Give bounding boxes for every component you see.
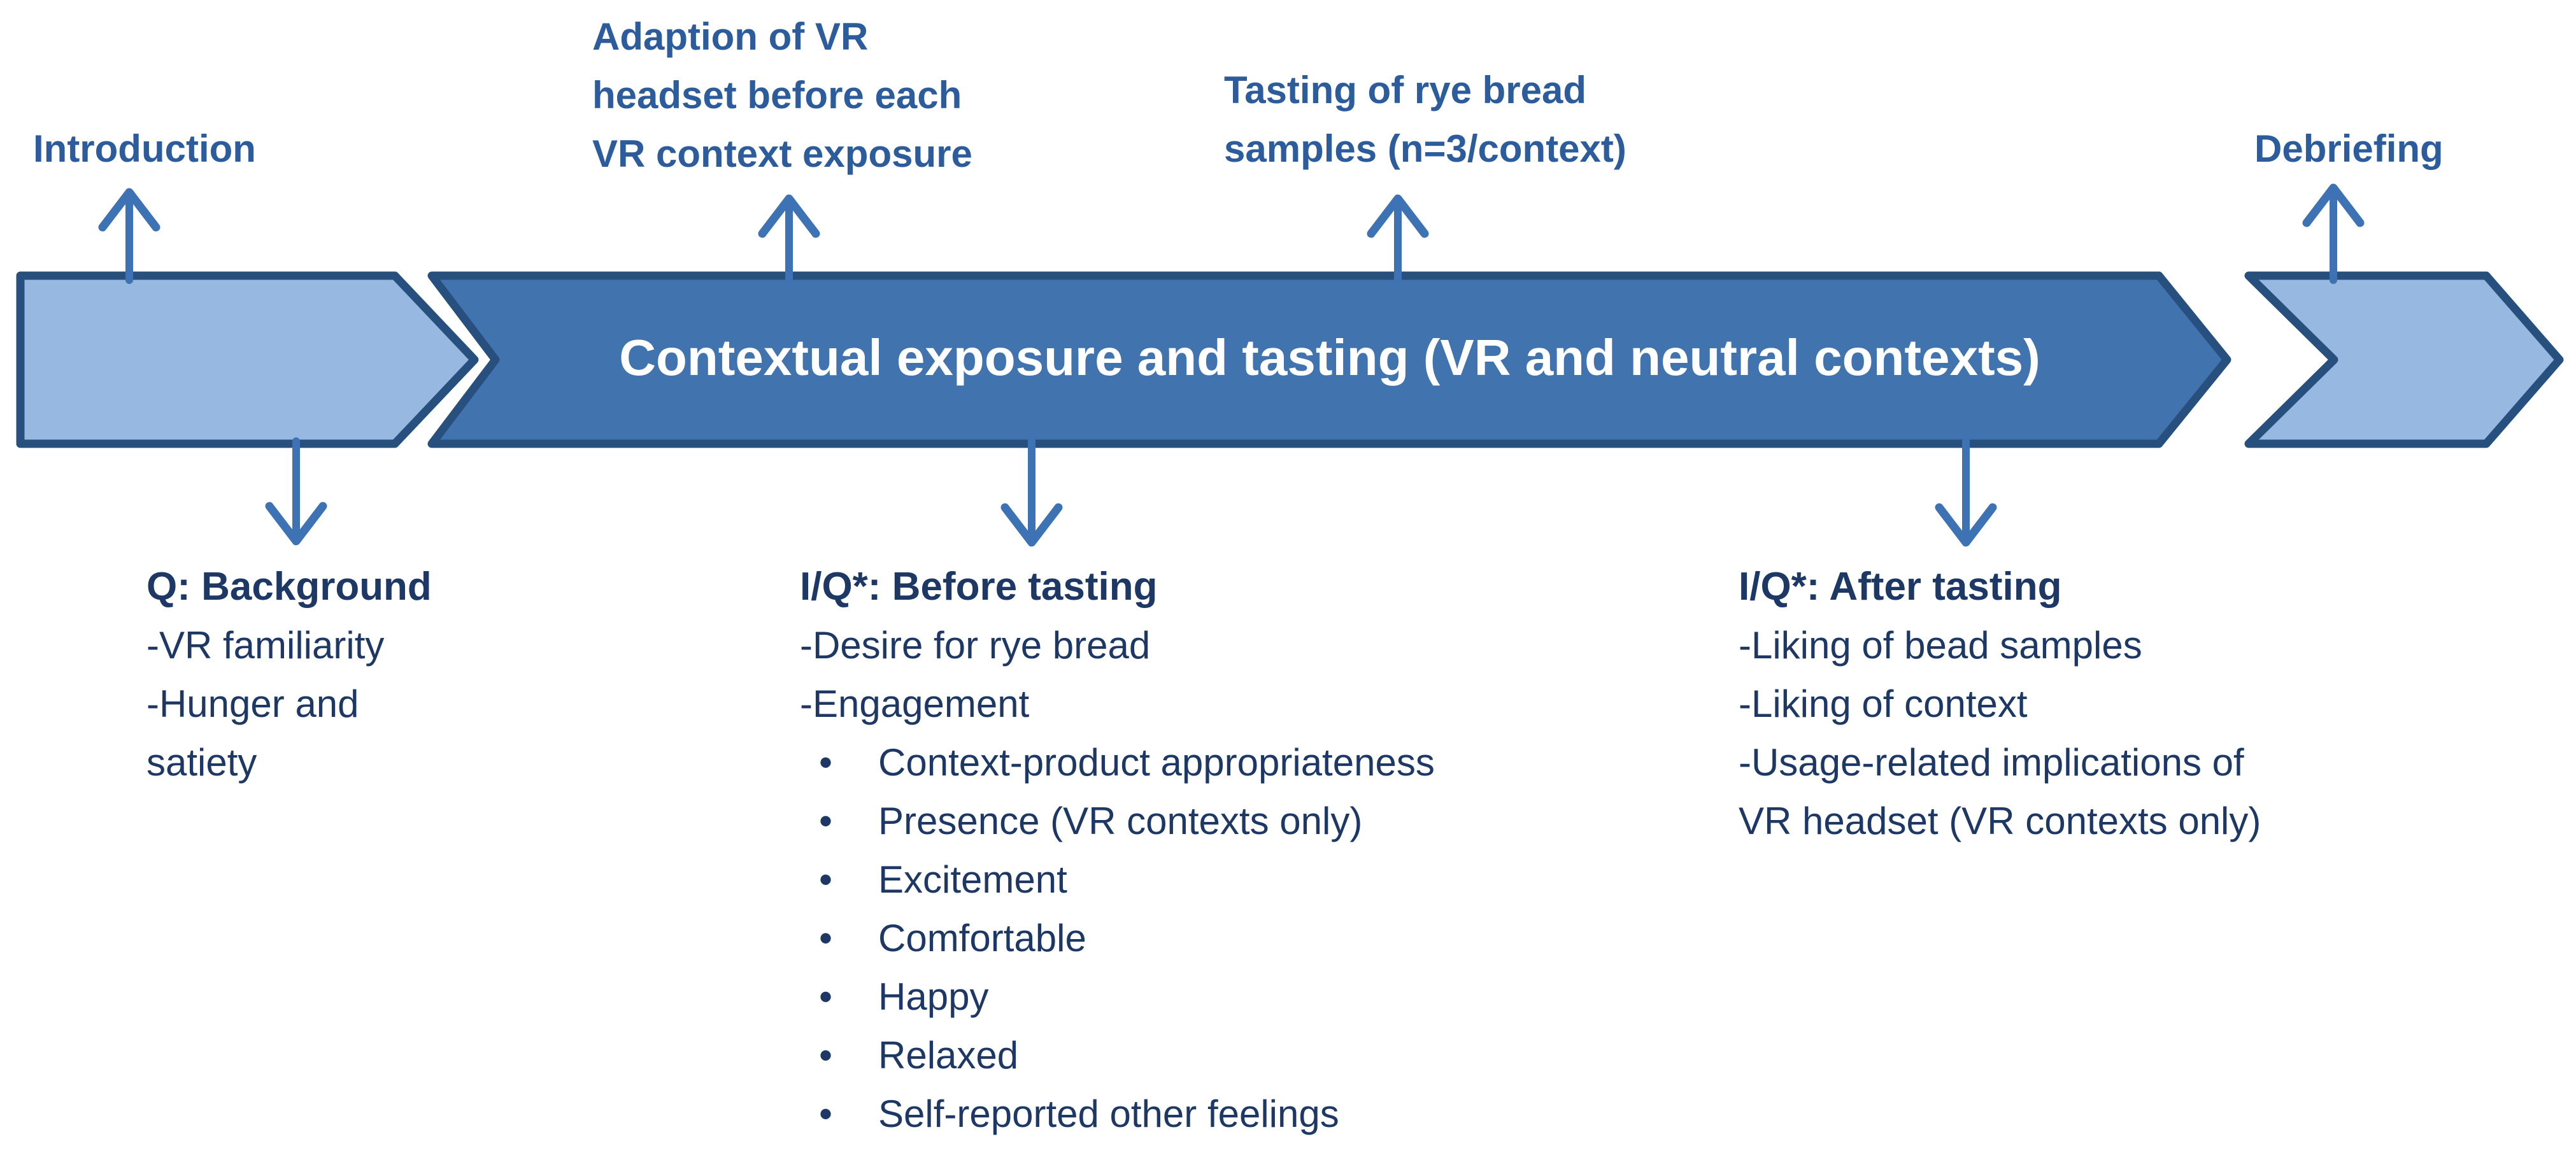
bullet-item: • Comfortable bbox=[800, 909, 1435, 968]
up-arrow-introduction bbox=[98, 188, 160, 284]
block-after-line: -Usage-related implications of bbox=[1739, 741, 2244, 784]
bullet-text: Relaxed bbox=[878, 1034, 1019, 1077]
bullet-item: • Excitement bbox=[800, 851, 1435, 909]
bullet-text: Presence (VR contexts only) bbox=[878, 800, 1363, 842]
block-before-line: -Desire for rye bread bbox=[800, 624, 1151, 667]
bullet-text: Context-product appropriateness bbox=[878, 741, 1435, 784]
block-after-line: VR headset (VR contexts only) bbox=[1739, 800, 2261, 842]
block-before-line: -Engagement bbox=[800, 683, 1030, 725]
bullet-icon: • bbox=[819, 741, 833, 784]
label-debriefing-line: Debriefing bbox=[2254, 127, 2444, 170]
bullet-icon: • bbox=[819, 1093, 833, 1135]
label-adaption: Adaption of VR headset before each VR co… bbox=[592, 8, 972, 183]
bullet-item: • Relaxed bbox=[800, 1026, 1435, 1085]
bullet-icon: • bbox=[819, 858, 833, 901]
label-introduction-line: Introduction bbox=[33, 127, 256, 170]
up-arrow-adaption bbox=[758, 194, 820, 284]
label-tasting: Tasting of rye bread samples (n=3/contex… bbox=[1224, 61, 1626, 178]
stage-shape-debriefing bbox=[2244, 271, 2564, 448]
bullet-item: • Self-reported other feelings bbox=[800, 1085, 1435, 1143]
bullet-text: Self-reported other feelings bbox=[878, 1093, 1339, 1135]
band-label: Contextual exposure and tasting (VR and … bbox=[619, 329, 2040, 386]
block-before-header: I/Q*: Before tasting bbox=[800, 565, 1158, 609]
block-after-line: -Liking of context bbox=[1739, 683, 2028, 725]
stage-shape-introduction bbox=[16, 271, 479, 448]
down-arrow-before-tasting bbox=[1000, 437, 1063, 547]
bullet-item: • Happy bbox=[800, 968, 1435, 1026]
block-before-tasting: I/Q*: Before tasting -Desire for rye bre… bbox=[800, 558, 1435, 1143]
bullet-icon: • bbox=[819, 1034, 833, 1077]
label-adaption-line: VR context exposure bbox=[592, 132, 972, 175]
bullet-text: Happy bbox=[878, 975, 989, 1018]
bullet-icon: • bbox=[819, 917, 833, 959]
label-tasting-line: Tasting of rye bread bbox=[1224, 69, 1587, 111]
block-after-header: I/Q*: After tasting bbox=[1739, 565, 2062, 609]
up-arrow-tasting bbox=[1367, 194, 1429, 284]
block-background-line: -VR familiarity bbox=[146, 624, 385, 667]
label-introduction: Introduction bbox=[33, 120, 256, 178]
label-debriefing: Debriefing bbox=[2254, 120, 2444, 178]
bullet-item: • Context-product appropriateness bbox=[800, 733, 1435, 792]
bullet-text: Comfortable bbox=[878, 917, 1086, 959]
block-after-line: -Liking of bead samples bbox=[1739, 624, 2142, 667]
block-after-tasting: I/Q*: After tasting -Liking of bead samp… bbox=[1739, 558, 2261, 851]
bullet-icon: • bbox=[819, 800, 833, 842]
bullet-item: • Presence (VR contexts only) bbox=[800, 792, 1435, 851]
label-adaption-line: headset before each bbox=[592, 74, 962, 117]
block-background-header: Q: Background bbox=[146, 565, 432, 609]
down-arrow-after-tasting bbox=[1935, 437, 1997, 547]
bullet-text: Excitement bbox=[878, 858, 1067, 901]
label-adaption-line: Adaption of VR bbox=[592, 15, 869, 58]
block-background-line: -Hunger and bbox=[146, 683, 359, 725]
block-background: Q: Background -VR familiarity -Hunger an… bbox=[146, 558, 432, 792]
down-arrow-background bbox=[265, 437, 327, 546]
stage-shape-contextual-exposure bbox=[427, 271, 2231, 448]
bullet-icon: • bbox=[819, 975, 833, 1018]
label-tasting-line: samples (n=3/context) bbox=[1224, 127, 1626, 170]
up-arrow-debriefing bbox=[2302, 183, 2365, 284]
block-background-line: satiety bbox=[146, 741, 257, 784]
